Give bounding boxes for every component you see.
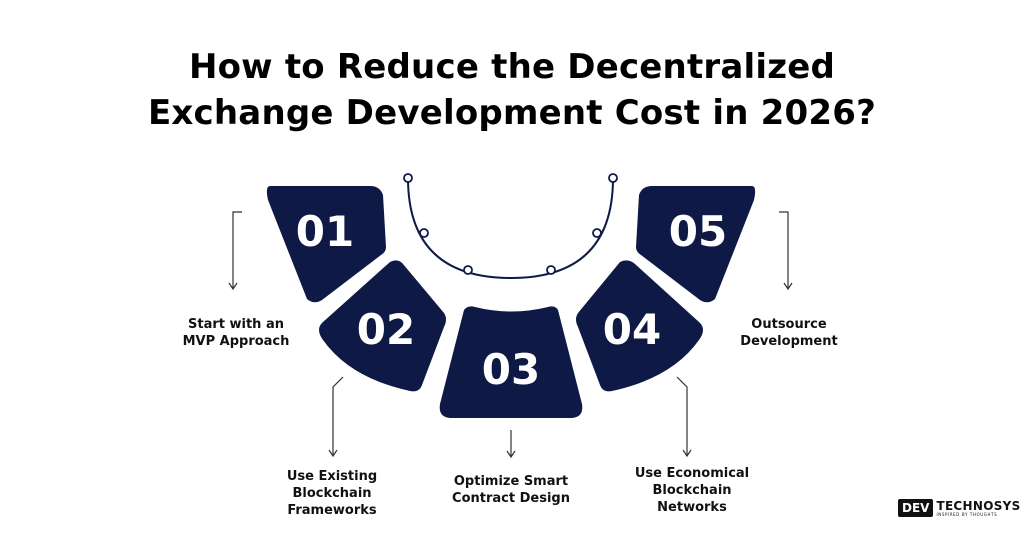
segment-02-number: 02 — [357, 305, 415, 354]
connector-04 — [676, 376, 688, 455]
segment-05 — [636, 186, 756, 303]
connector-01 — [232, 211, 242, 288]
connector-05 — [779, 211, 789, 288]
segment-03 — [439, 306, 583, 418]
segment-04 — [576, 260, 703, 392]
logo-tagline: INSPIRED BY THOUGHTS — [936, 511, 998, 517]
segment-02 — [319, 260, 446, 392]
arrowhead-01 — [228, 282, 238, 291]
arc-dot — [592, 228, 602, 238]
title-line-2: Exchange Development Cost in 2026? — [147, 93, 877, 133]
logo-dev-box: DEV — [898, 499, 934, 517]
label-03: Optimize Smart Contract Design — [452, 474, 570, 506]
segment-01-number: 01 — [296, 207, 354, 256]
title-line-1: How to Reduce the Decentralized — [188, 47, 836, 87]
segment-05-number: 05 — [669, 207, 727, 256]
segment-04-number: 04 — [603, 305, 661, 354]
label-02: Use Existing Blockchain Frameworks — [286, 469, 378, 518]
arrowhead-04 — [682, 449, 692, 458]
arc-dot — [546, 265, 556, 275]
label-05: Outsource Development — [740, 317, 838, 349]
label-01: Start with an MVP Approach — [182, 317, 290, 349]
inner-arc — [407, 177, 614, 280]
arc-dot — [403, 173, 413, 183]
label-04: Use Economical Blockchain Networks — [634, 466, 750, 515]
arc-dot — [608, 173, 618, 183]
page-title: How to Reduce the Decentralized Exchange… — [0, 44, 1024, 136]
arc-dots — [403, 173, 618, 275]
arrowhead-03 — [506, 450, 516, 459]
connector-02 — [332, 376, 344, 455]
brand-logo: DEV TECHNOSYS INSPIRED BY THOUGHTS — [898, 497, 1021, 519]
arrowhead-05 — [783, 282, 793, 291]
logo-text: TECHNOSYS INSPIRED BY THOUGHTS — [936, 500, 1020, 517]
segment-03-number: 03 — [482, 345, 540, 394]
logo-name: TECHNOSYS — [936, 498, 1021, 513]
arrowhead-02 — [328, 449, 338, 458]
segment-01 — [266, 186, 386, 303]
arc-dot — [463, 265, 473, 275]
arc-dot — [419, 228, 429, 238]
